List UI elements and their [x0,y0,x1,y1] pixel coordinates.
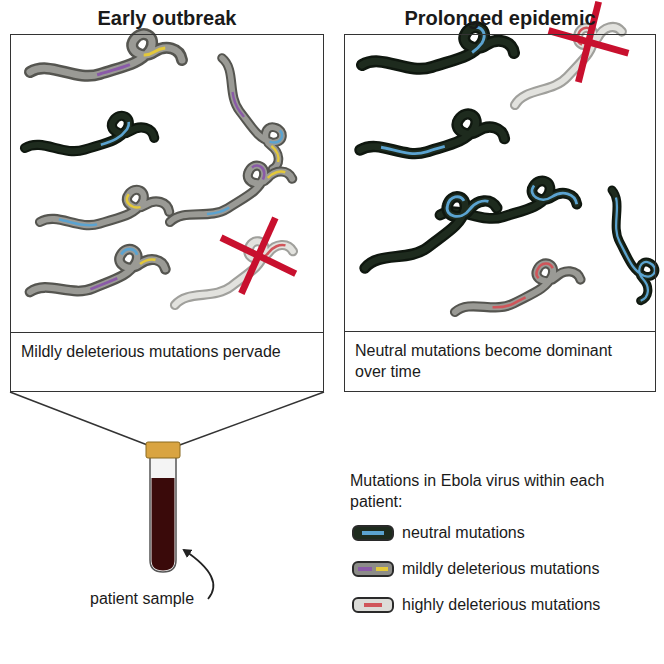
virus-body [609,185,660,303]
mutation-segment [219,48,292,174]
mutation-segment [30,34,182,76]
mutation-segment [360,114,504,154]
mutation-segment [449,258,582,315]
virus [449,258,582,315]
mutation-segment [25,116,154,151]
virus [40,190,169,225]
mutation-segment [162,157,296,225]
legend-swatch [352,597,394,613]
panel-title: Early outbreak [10,6,324,30]
virus [609,185,660,303]
mutation-segment [609,185,660,303]
virus [30,34,182,76]
virus-body [219,48,292,174]
mutation-segment [219,48,292,174]
mutation-segment [449,258,582,315]
panel: Prolonged epidemicNeutral mutations beco… [344,6,656,392]
bracket-line [10,392,150,446]
virus-body [162,157,296,225]
bracket-line [177,392,324,446]
virus [27,246,167,295]
virus [162,157,296,225]
sample-label: patient sample [90,588,220,609]
caption-box: Mildly deleterious mutations pervade [10,332,324,392]
virus [353,185,502,272]
caption-text: Mildly deleterious mutations pervade [21,341,313,362]
virus-body [27,246,167,295]
legend-text: highly deleterious mutations [402,594,657,615]
virus-outline [30,34,182,76]
caption-box: Neutral mutations become dominant over t… [344,331,656,392]
legend-text: mildly deleterious mutations [402,558,657,579]
virus-outline [219,48,292,174]
swatch-stripe [364,603,382,607]
legend-swatch [352,525,394,541]
mutation-segment [40,190,169,225]
panel: Early outbreakMildly deleterious mutatio… [10,6,324,392]
virus-body [353,185,502,272]
mutation-segment [162,157,296,225]
swatch-stripe [376,567,388,571]
virus-outline [609,185,660,303]
mutation-segment [40,190,169,225]
cross-mark [221,218,296,294]
virus-outline [162,157,296,225]
virus-outline [25,116,154,151]
virus-body [40,190,169,225]
mutation-segment [27,246,167,295]
virus-body [30,34,182,76]
virus-outline [360,114,504,154]
swatch-stripe [358,567,372,571]
mutation-segment [162,157,296,225]
virus-body [360,114,504,154]
virus [360,114,504,154]
legend-heading: Mutations in Ebola virus within each pat… [350,470,650,512]
virus-body [449,258,582,315]
mutation-segment [27,246,167,295]
virus-outline [27,246,167,295]
mutation-segment [353,185,502,272]
mutation-segment [27,246,167,295]
cross-mark [221,218,296,294]
swatch-stripe [362,531,384,535]
caption-text: Neutral mutations become dominant over t… [355,340,645,382]
mutation-segment [30,34,182,76]
legend-swatch [352,561,394,577]
virus [219,48,292,174]
virus [25,116,154,151]
legend-text: neutral mutations [402,522,657,543]
virus-outline [40,190,169,225]
virus-body [25,116,154,151]
panel-title: Prolonged epidemic [344,6,656,30]
virus-outline [353,185,502,272]
virus [159,216,301,316]
mutation-segment [219,48,292,174]
test-tube [146,442,180,572]
virus-outline [449,258,582,315]
